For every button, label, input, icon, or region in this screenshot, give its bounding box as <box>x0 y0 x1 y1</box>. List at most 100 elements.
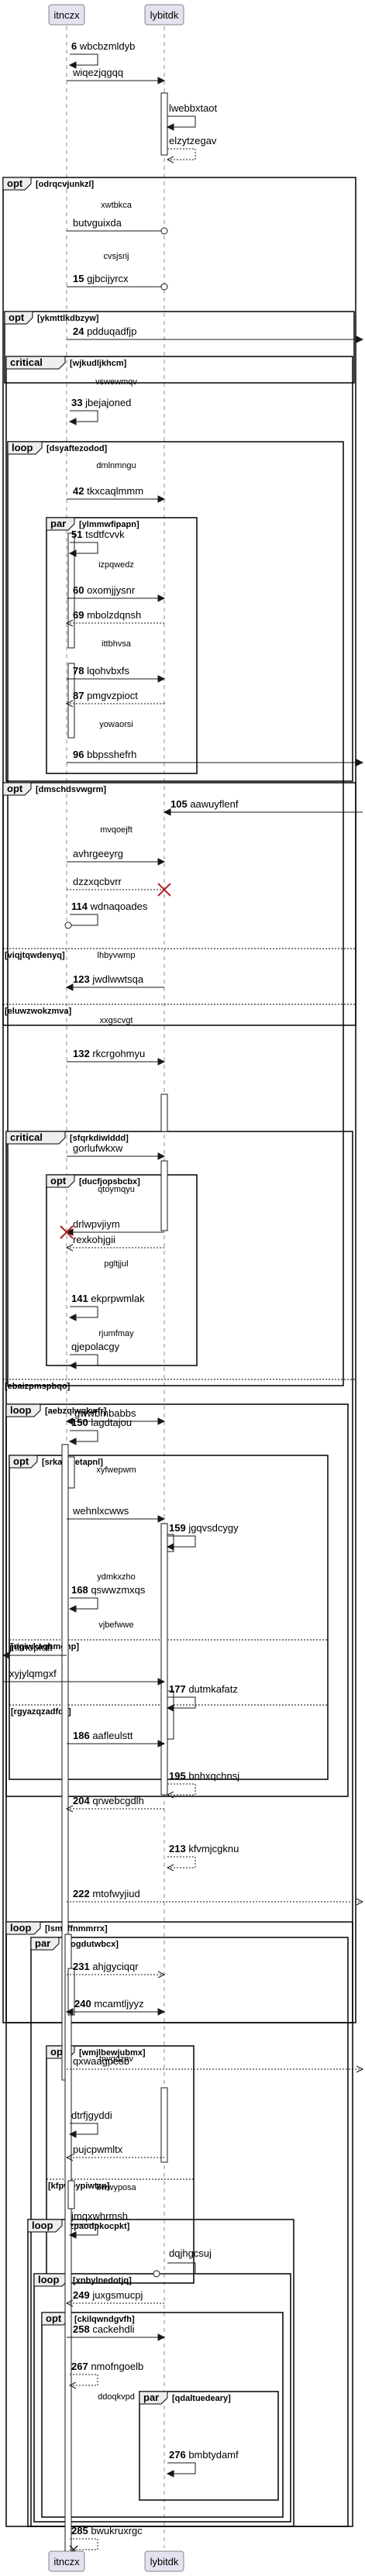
arrowhead <box>157 2333 166 2341</box>
arrowhead <box>166 123 174 131</box>
separator-guard-label: [ebaizpmspbqo] <box>5 1382 71 1391</box>
message <box>160 2262 196 2275</box>
message-text: butvguixda <box>73 217 122 229</box>
fragment-par: par[qdaltuedeary] <box>139 2391 279 2501</box>
arrowhead-open <box>65 619 74 627</box>
message-number: 15 <box>73 273 87 284</box>
message-label: 222 mtofwyjiud <box>73 1888 140 1899</box>
separator-guard-label: [kfpwbypiwtzn] <box>48 2182 110 2191</box>
separator-guard-label: [eluwzwokzmva] <box>5 1007 72 1016</box>
message-label: gorlufwkxw <box>73 1142 123 1154</box>
message-text: ekprpwmlak <box>91 1293 145 1304</box>
message-text: jgqvsdcygy <box>188 1522 239 1534</box>
fragment-guard-label: [odrqcvjunkzl] <box>36 180 95 189</box>
message-text: qjepolacgy <box>71 1341 120 1352</box>
fragment-kind-label: par <box>50 518 66 529</box>
message-label: 123 jwdlwwtsqa <box>73 973 144 985</box>
arrowhead <box>157 1740 166 1748</box>
arrowhead <box>356 336 364 343</box>
message-label: 114 wdnaqoades <box>71 901 148 912</box>
message <box>70 2123 98 2135</box>
message <box>70 2223 98 2236</box>
fragment-opt: opt[ykmttlkdbzyw] <box>4 311 355 384</box>
message-text: rkcrgohmyu <box>92 1048 145 1059</box>
message-text: mbolzdqnsh <box>87 609 141 621</box>
message-text: pmgvzpioct <box>87 690 138 701</box>
participant-name: itnczx <box>53 2556 80 2567</box>
message-number: 285 <box>71 2525 91 2536</box>
message-number: 276 <box>169 2449 188 2461</box>
message-label: lwebbxtaot <box>169 102 218 114</box>
message-text: wbcbzmldyb <box>79 40 136 52</box>
fragment-else-separator: [kfpwbypiwtzn] <box>46 2178 194 2191</box>
arrowhead <box>68 418 77 425</box>
fragment-guard-label: [lsmcffnmmrrx] <box>45 1924 108 1934</box>
arrowhead <box>2 1651 10 1659</box>
message-label: 186 aafleulstt <box>73 1730 133 1741</box>
fragment-par: par[ylmmwfipapn] <box>46 517 198 774</box>
divider-label: xxgscvgt <box>100 1016 133 1025</box>
arrowhead-open <box>166 1791 174 1799</box>
arrowhead-open <box>356 2065 364 2073</box>
arrowhead <box>157 1152 166 1160</box>
separator-guard-label: [rgyazqzadfqs] <box>11 1707 71 1717</box>
arrowhead <box>166 1543 174 1551</box>
message-text: jwdlwwtsqa <box>91 973 144 985</box>
message-label: wehnlxcwws <box>72 1505 129 1517</box>
fragment-critical: critical[wjkudljkhcm] <box>5 356 353 782</box>
arrowhead <box>68 61 77 69</box>
message <box>167 2462 196 2474</box>
message <box>70 1354 98 1366</box>
circle-end <box>64 921 72 929</box>
message-label: 249 juxgsmucpj <box>73 2289 143 2301</box>
arrowhead <box>68 549 77 557</box>
message-label: 6 wbcbzmldyb <box>71 40 135 52</box>
message-text: pdduqadfjp <box>87 325 136 337</box>
fragment-kind-label: loop <box>10 1922 31 1934</box>
message-text: aawuyflenf <box>190 798 239 810</box>
message-label: 204 qrwebcgdlh <box>73 1795 144 1806</box>
fragment-kind-label: loop <box>38 2274 59 2285</box>
circle-end <box>160 227 168 235</box>
divider-label: yowaorsi <box>99 720 133 729</box>
circle-end <box>160 283 168 291</box>
participant-itnczx-bottom[interactable]: itnczx <box>48 2550 85 2572</box>
message-label: 60 oxomjjysnr <box>73 584 136 596</box>
message-label: 150 lagdtajou <box>71 1417 132 1428</box>
message-number: 150 <box>71 1417 91 1428</box>
participant-lybitdk-bottom[interactable]: lybitdk <box>144 2550 184 2572</box>
divider-label: pgltjjul <box>104 1259 128 1269</box>
message-number: 60 <box>73 584 87 596</box>
message-text: oxomjjysnr <box>87 584 136 596</box>
message-label: 168 qswwzmxqs <box>71 1584 146 1596</box>
message-text: gorlufwkxw <box>73 1142 123 1154</box>
message-number: 240 <box>74 1998 94 2009</box>
divider-label: xwtbkca <box>101 201 133 210</box>
fragment-kind-label: opt <box>13 1455 29 1467</box>
participant-name: lybitdk <box>150 9 179 21</box>
message-text: jmqxwhrmsh <box>71 2210 128 2222</box>
fragment-guard-label: [zogdutwbcx] <box>64 1940 119 1949</box>
participant-lybitdk-top[interactable]: lybitdk <box>144 4 184 26</box>
message-text: juxgsmucpj <box>91 2289 143 2301</box>
arrowhead <box>157 858 166 866</box>
message-label: dqjhgcsuj <box>169 2247 212 2259</box>
fragment-kind-label: critical <box>10 356 43 368</box>
arrowhead <box>65 1228 74 1236</box>
message-label: 276 bmbtydamf <box>169 2449 239 2461</box>
fragment-opt: opt[ducfjopsbcbx] <box>46 1174 198 1366</box>
participant-itnczx-top[interactable]: itnczx <box>48 4 85 26</box>
message <box>70 53 98 66</box>
message-text: bnhxqchnsj <box>188 1770 239 1782</box>
message <box>70 1597 98 1610</box>
fragment-else-separator: [ngiwkaqhmghp] <box>9 1639 328 1651</box>
activation-bar <box>160 1160 168 1231</box>
arrowhead <box>163 808 171 816</box>
destroy-cross <box>60 1225 74 1239</box>
message-text: gjbcijyrcx <box>87 273 129 284</box>
message-text: lagdtajou <box>91 1417 132 1428</box>
arrowhead-open <box>166 156 174 164</box>
message-label: 159 jgqvsdcygy <box>169 1522 239 1534</box>
message-label: 96 bbpsshefrh <box>73 749 136 760</box>
